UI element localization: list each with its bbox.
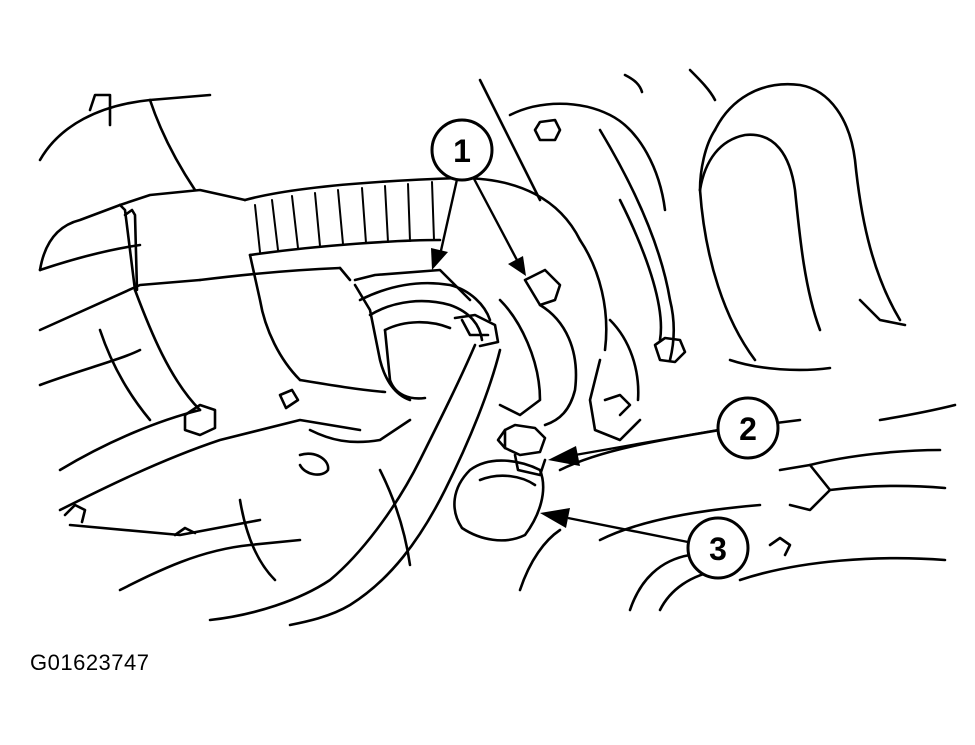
wiring-cable [208, 343, 502, 627]
harness-connector [358, 281, 500, 400]
callout-2-label: 2 [739, 411, 757, 447]
figure-id-label: G01623747 [30, 650, 150, 675]
ground-terminal [496, 423, 547, 477]
coolant-hose [623, 68, 907, 372]
callout-3: 3 [540, 508, 750, 580]
callout-1: 1 [430, 118, 526, 276]
callout-2: 2 [548, 396, 780, 466]
callout-3-label: 3 [709, 531, 727, 567]
connector-socket [353, 238, 608, 427]
callout-1-label: 1 [453, 133, 471, 169]
terminal-boot [453, 459, 545, 542]
alternator-housing [123, 176, 582, 394]
mounting-bracket [58, 388, 412, 592]
engine-block-outline [38, 93, 247, 472]
engine-upper-middle [478, 78, 687, 442]
